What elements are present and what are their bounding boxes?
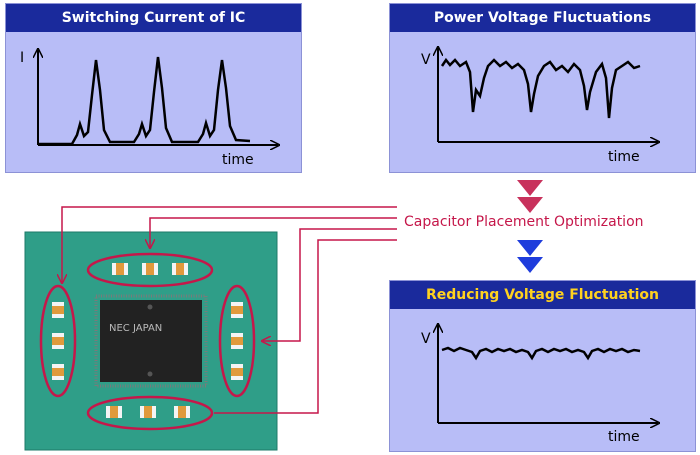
blue-down-arrow-1 [517, 240, 543, 256]
connector-lines [62, 206, 397, 414]
chip-dot-bottom [147, 371, 153, 377]
x-axis-label: time [608, 149, 640, 165]
y-axis-label: V [421, 331, 431, 347]
voltage-waveform [440, 57, 641, 119]
reducing-voltage-title: Reducing Voltage Fluctuation [390, 281, 695, 309]
ic-chip [100, 300, 202, 382]
reduced-voltage-graph: V time [421, 325, 658, 445]
chip-label: NEC JAPAN [109, 323, 162, 334]
circuit-board: NEC JAPAN [24, 231, 278, 451]
x-axis-label: time [608, 429, 640, 445]
connector-top [150, 217, 397, 247]
power-voltage-panel: Power Voltage Fluctuations [389, 3, 696, 173]
capacitor-group-left [39, 284, 77, 398]
power-voltage-graph: V time [421, 48, 658, 165]
chip-dot-top [147, 304, 153, 310]
connector-left [62, 206, 397, 282]
ic-chip-pins [94, 294, 208, 388]
y-axis-label: I [20, 50, 24, 66]
capacitor-group-right [218, 284, 256, 398]
connector-bottom [214, 239, 397, 414]
switching-current-title: Switching Current of IC [6, 4, 301, 32]
red-down-arrow-2 [517, 197, 543, 213]
red-down-arrow-1 [517, 180, 543, 196]
reduced-voltage-waveform [441, 346, 641, 361]
capacitor-placement-label: Capacitor Placement Optimization [404, 214, 644, 230]
switching-current-graph: I time [20, 50, 278, 168]
power-voltage-title: Power Voltage Fluctuations [390, 4, 695, 32]
x-axis-label: time [222, 152, 254, 168]
connector-right [263, 228, 397, 341]
y-axis-label: V [421, 52, 431, 68]
capacitor-group-top [86, 252, 214, 288]
current-waveform [38, 56, 251, 146]
blue-down-arrow-2 [517, 257, 543, 273]
capacitor-group-bottom [86, 395, 214, 431]
